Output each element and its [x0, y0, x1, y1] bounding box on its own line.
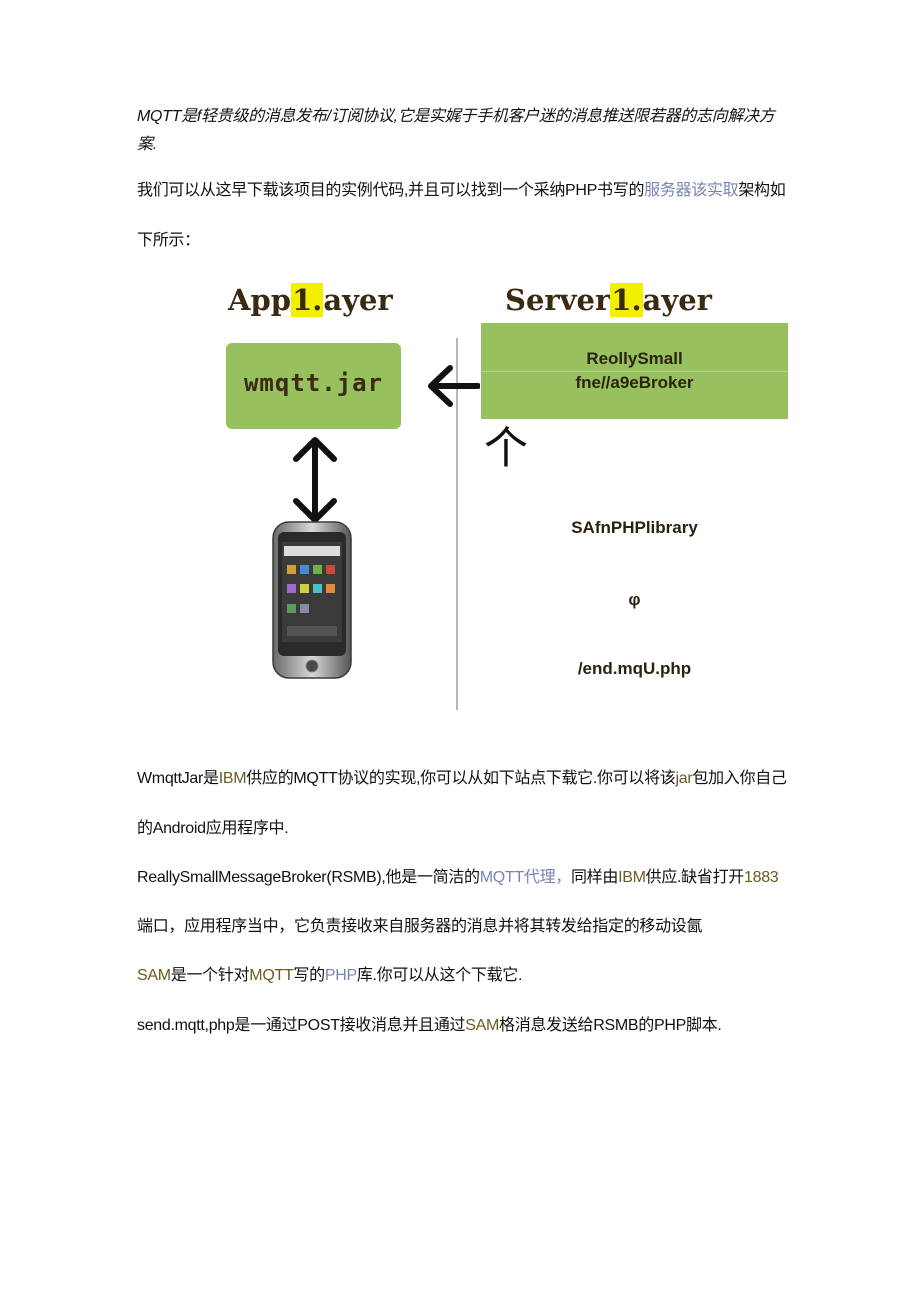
- sam-paragraph: SAM是一个针对MQTT写的PHP库.你可以从这个下载它.: [137, 967, 523, 984]
- broker-box-rule: [481, 371, 788, 372]
- send-mqtt-php-label: /end.mqU.php: [577, 659, 692, 678]
- download-text-b: 架构如: [738, 182, 786, 199]
- wmqtt-jar-box: wmqtt.jar: [226, 343, 401, 429]
- phi-glyph: φ: [628, 590, 641, 609]
- broker-label-line-2: fne//a9eBroker: [575, 373, 694, 392]
- wmqtt-paragraph-line-1: WmqttJar是IBM供应的MQTT协议的实现,你可以从如下站点下载它.你可以…: [137, 770, 787, 787]
- intro-paragraph-line-1: MQTT是f轻贵级的消息发布/订阅协议,它是实娓于手机客户迷的消息推送限若器的志…: [137, 108, 775, 125]
- layer-divider-line: [456, 338, 458, 710]
- mqtt-link[interactable]: MQTT: [249, 967, 294, 984]
- download-text-a: 我们可以从这早下载该项目的实例代码,并且可以找到一个采纳PHP书写的: [137, 182, 645, 199]
- broker-label-line-1: ReollySmall: [586, 349, 683, 368]
- app-layer-title: App1.ayer: [228, 283, 393, 317]
- wmqtt-paragraph-line-2: 的Android应用程序中.: [137, 820, 289, 837]
- sam-link[interactable]: SAM: [137, 967, 171, 984]
- ibm-link-2[interactable]: IBM: [618, 869, 646, 886]
- vertical-double-arrow-icon: [293, 437, 337, 523]
- server-impl-link[interactable]: 服务器该实取: [644, 182, 739, 199]
- jar-link[interactable]: jar: [675, 770, 693, 787]
- sam-link-2[interactable]: SAM: [465, 1017, 500, 1034]
- php-link[interactable]: PHP: [324, 967, 357, 984]
- up-arrow-glyph: 个: [484, 423, 528, 474]
- download-paragraph-line-1: 我们可以从这早下载该项目的实例代码,并且可以找到一个采纳PHP书写的服务器该实取…: [137, 181, 786, 201]
- rsmb-paragraph-line-1: ReallySmallMessageBroker(RSMB),他是一简洁的MQT…: [137, 869, 779, 886]
- sam-php-library-label: SAfnPHPlibrary: [571, 518, 698, 537]
- server-layer-title: Server1.ayer: [505, 283, 712, 317]
- wmqtt-jar-label: wmqtt.jar: [243, 369, 384, 397]
- mqtt-broker-link[interactable]: MQTT代理，: [479, 869, 572, 886]
- left-arrow-icon: [428, 365, 480, 407]
- mobile-phone-image: [272, 521, 352, 679]
- ibm-link[interactable]: IBM: [218, 770, 247, 787]
- download-paragraph-line-2: 下所示：: [137, 232, 200, 249]
- port-number: 1883: [744, 869, 779, 886]
- intro-paragraph-line-2: 案.: [137, 136, 157, 153]
- broker-box: [481, 323, 788, 419]
- send-php-paragraph: send.mqtt,php是一通过POST接收消息并且通过SAM格消息发送给RS…: [137, 1017, 722, 1034]
- rsmb-paragraph-line-2: 端口，应用程序当中，它负责接收来自服务器的消息并将其转发给指定的移动设氤: [137, 918, 703, 935]
